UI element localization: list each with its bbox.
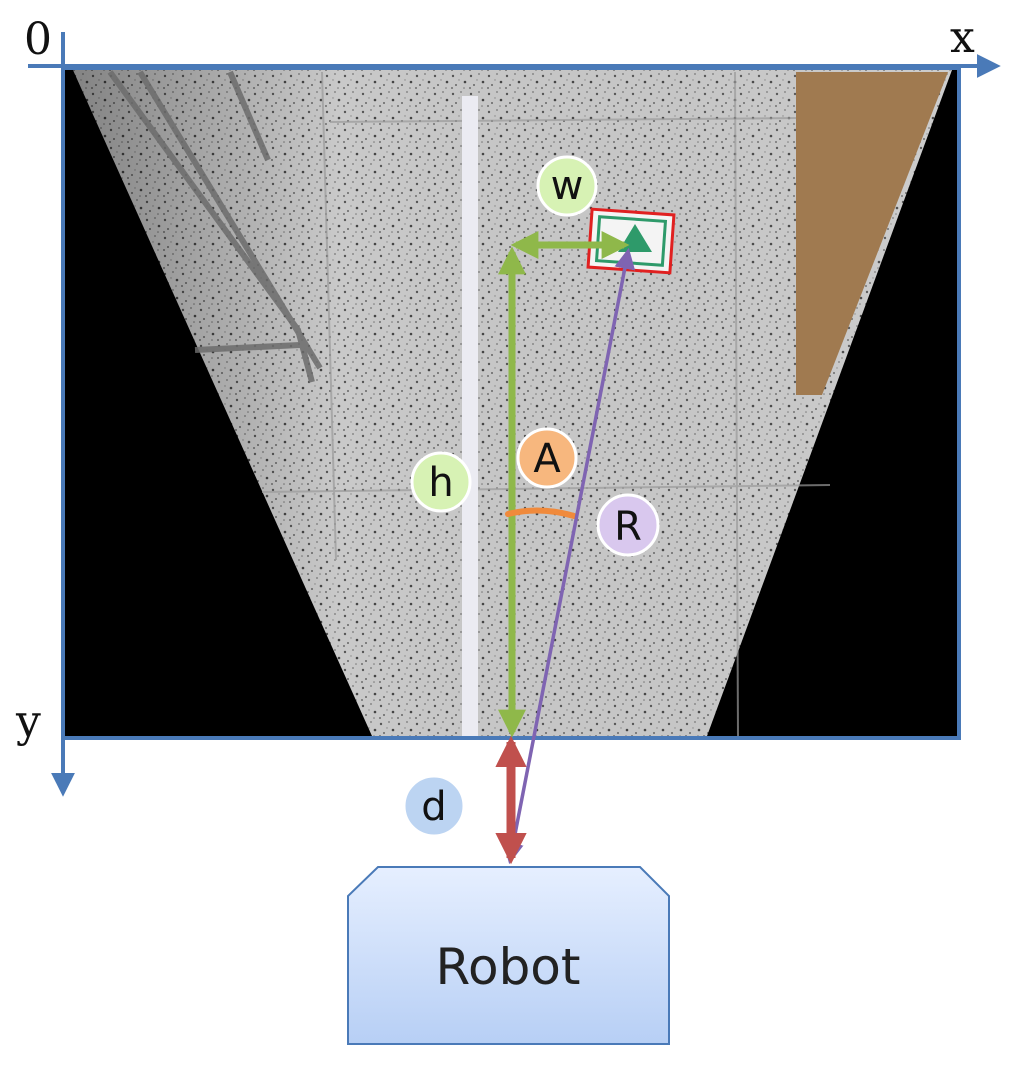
badge-R-text: R [614,504,642,550]
badge-d-circle [402,774,466,838]
badge-d: d [402,774,466,838]
badge-w-text: w [551,163,584,209]
coordinate-axes: 0 x y [15,12,1001,797]
badge-R: R [596,493,660,557]
tile-seams [261,71,831,737]
badge-A-text: A [533,436,561,482]
door-panel [796,72,948,395]
badge-A-circle [516,427,578,489]
badge-R-circle [596,493,660,557]
origin-label: 0 [24,14,52,65]
chair-legs [107,70,323,383]
badge-A: A [516,427,578,489]
badge-h: h [410,451,472,513]
badge-w: w [536,155,598,217]
robot-label: Robot [435,938,580,996]
badge-w-circle [536,155,598,217]
badge-h-text: h [428,460,453,506]
x-axis-label: x [950,12,975,63]
landmark-marker [586,207,676,275]
badge-d-text: d [421,784,446,830]
badge-h-circle [410,451,472,513]
range-line [502,247,636,865]
measuring-tape [462,96,478,736]
robot-body [347,866,670,1045]
y-axis-label: y [15,696,41,747]
robot: Robot [347,866,670,1045]
